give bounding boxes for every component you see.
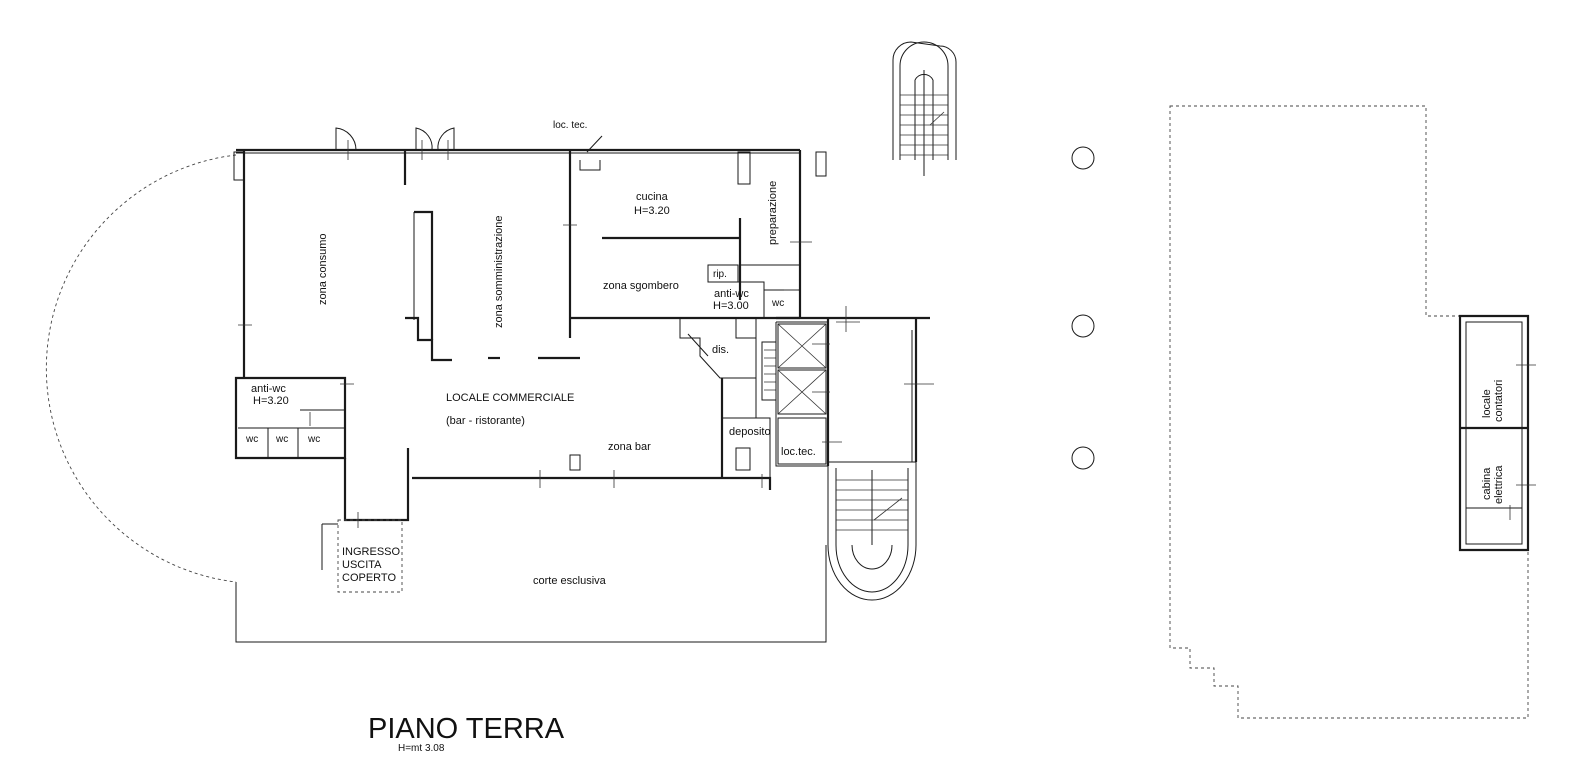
label-zona-consumo: zona consumo: [317, 233, 329, 305]
label-wc-3: wc: [307, 434, 320, 445]
label-loc-tec-right: loc.tec.: [781, 446, 816, 458]
label-anti-wc-left-h: H=3.20: [253, 395, 289, 407]
label-uscita: USCITA: [342, 559, 382, 571]
label-anti-wc-left: anti-wc: [251, 383, 286, 395]
label-deposito: deposito: [729, 426, 771, 438]
courtyard-outline: [235, 545, 827, 643]
columns: [1071, 146, 1095, 470]
lift-stair-block: [775, 316, 930, 601]
label-contatori: contatori: [1493, 380, 1505, 422]
page-title: PIANO TERRA: [368, 713, 565, 745]
label-coperto: COPERTO: [342, 572, 396, 584]
label-cucina: cucina: [636, 191, 669, 203]
label-ingresso: INGRESSO: [342, 546, 401, 558]
entrance-canopy: [337, 519, 403, 593]
label-anti-wc-right: anti-wc: [714, 288, 749, 300]
label-rip: rip.: [713, 269, 727, 280]
label-zona-somministrazione: zona somministrazione: [493, 216, 505, 329]
label-cabina: cabina: [1481, 467, 1493, 500]
label-bar-ristorante: (bar - ristorante): [446, 415, 525, 427]
page-subtitle: H=mt 3.08: [398, 743, 445, 754]
main-building: [233, 148, 827, 522]
terrace-arc: [45, 154, 237, 583]
label-corte-esclusiva: corte esclusiva: [533, 575, 607, 587]
label-cucina-h: H=3.20: [634, 205, 670, 217]
utility-building: [1458, 314, 1530, 552]
label-wc-1: wc: [245, 434, 258, 445]
top-stairwell: [892, 41, 957, 176]
label-preparazione: preparazione: [767, 181, 779, 245]
section-marks: [238, 140, 1536, 528]
top-doors: [335, 127, 603, 153]
label-dis: dis.: [712, 344, 729, 356]
label-wc-right: wc: [771, 298, 784, 309]
label-wc-2: wc: [275, 434, 288, 445]
label-locale: locale: [1481, 389, 1493, 418]
label-anti-wc-right-h: H=3.00: [713, 300, 749, 312]
label-elettrica: elettrica: [1493, 465, 1505, 504]
label-zona-sgombero: zona sgombero: [603, 280, 679, 292]
label-loc-tec-top: loc. tec.: [553, 120, 587, 131]
label-locale-commerciale: LOCALE COMMERCIALE: [446, 392, 574, 404]
right-lot-outline: [1169, 105, 1529, 719]
label-zona-bar: zona bar: [608, 441, 651, 453]
